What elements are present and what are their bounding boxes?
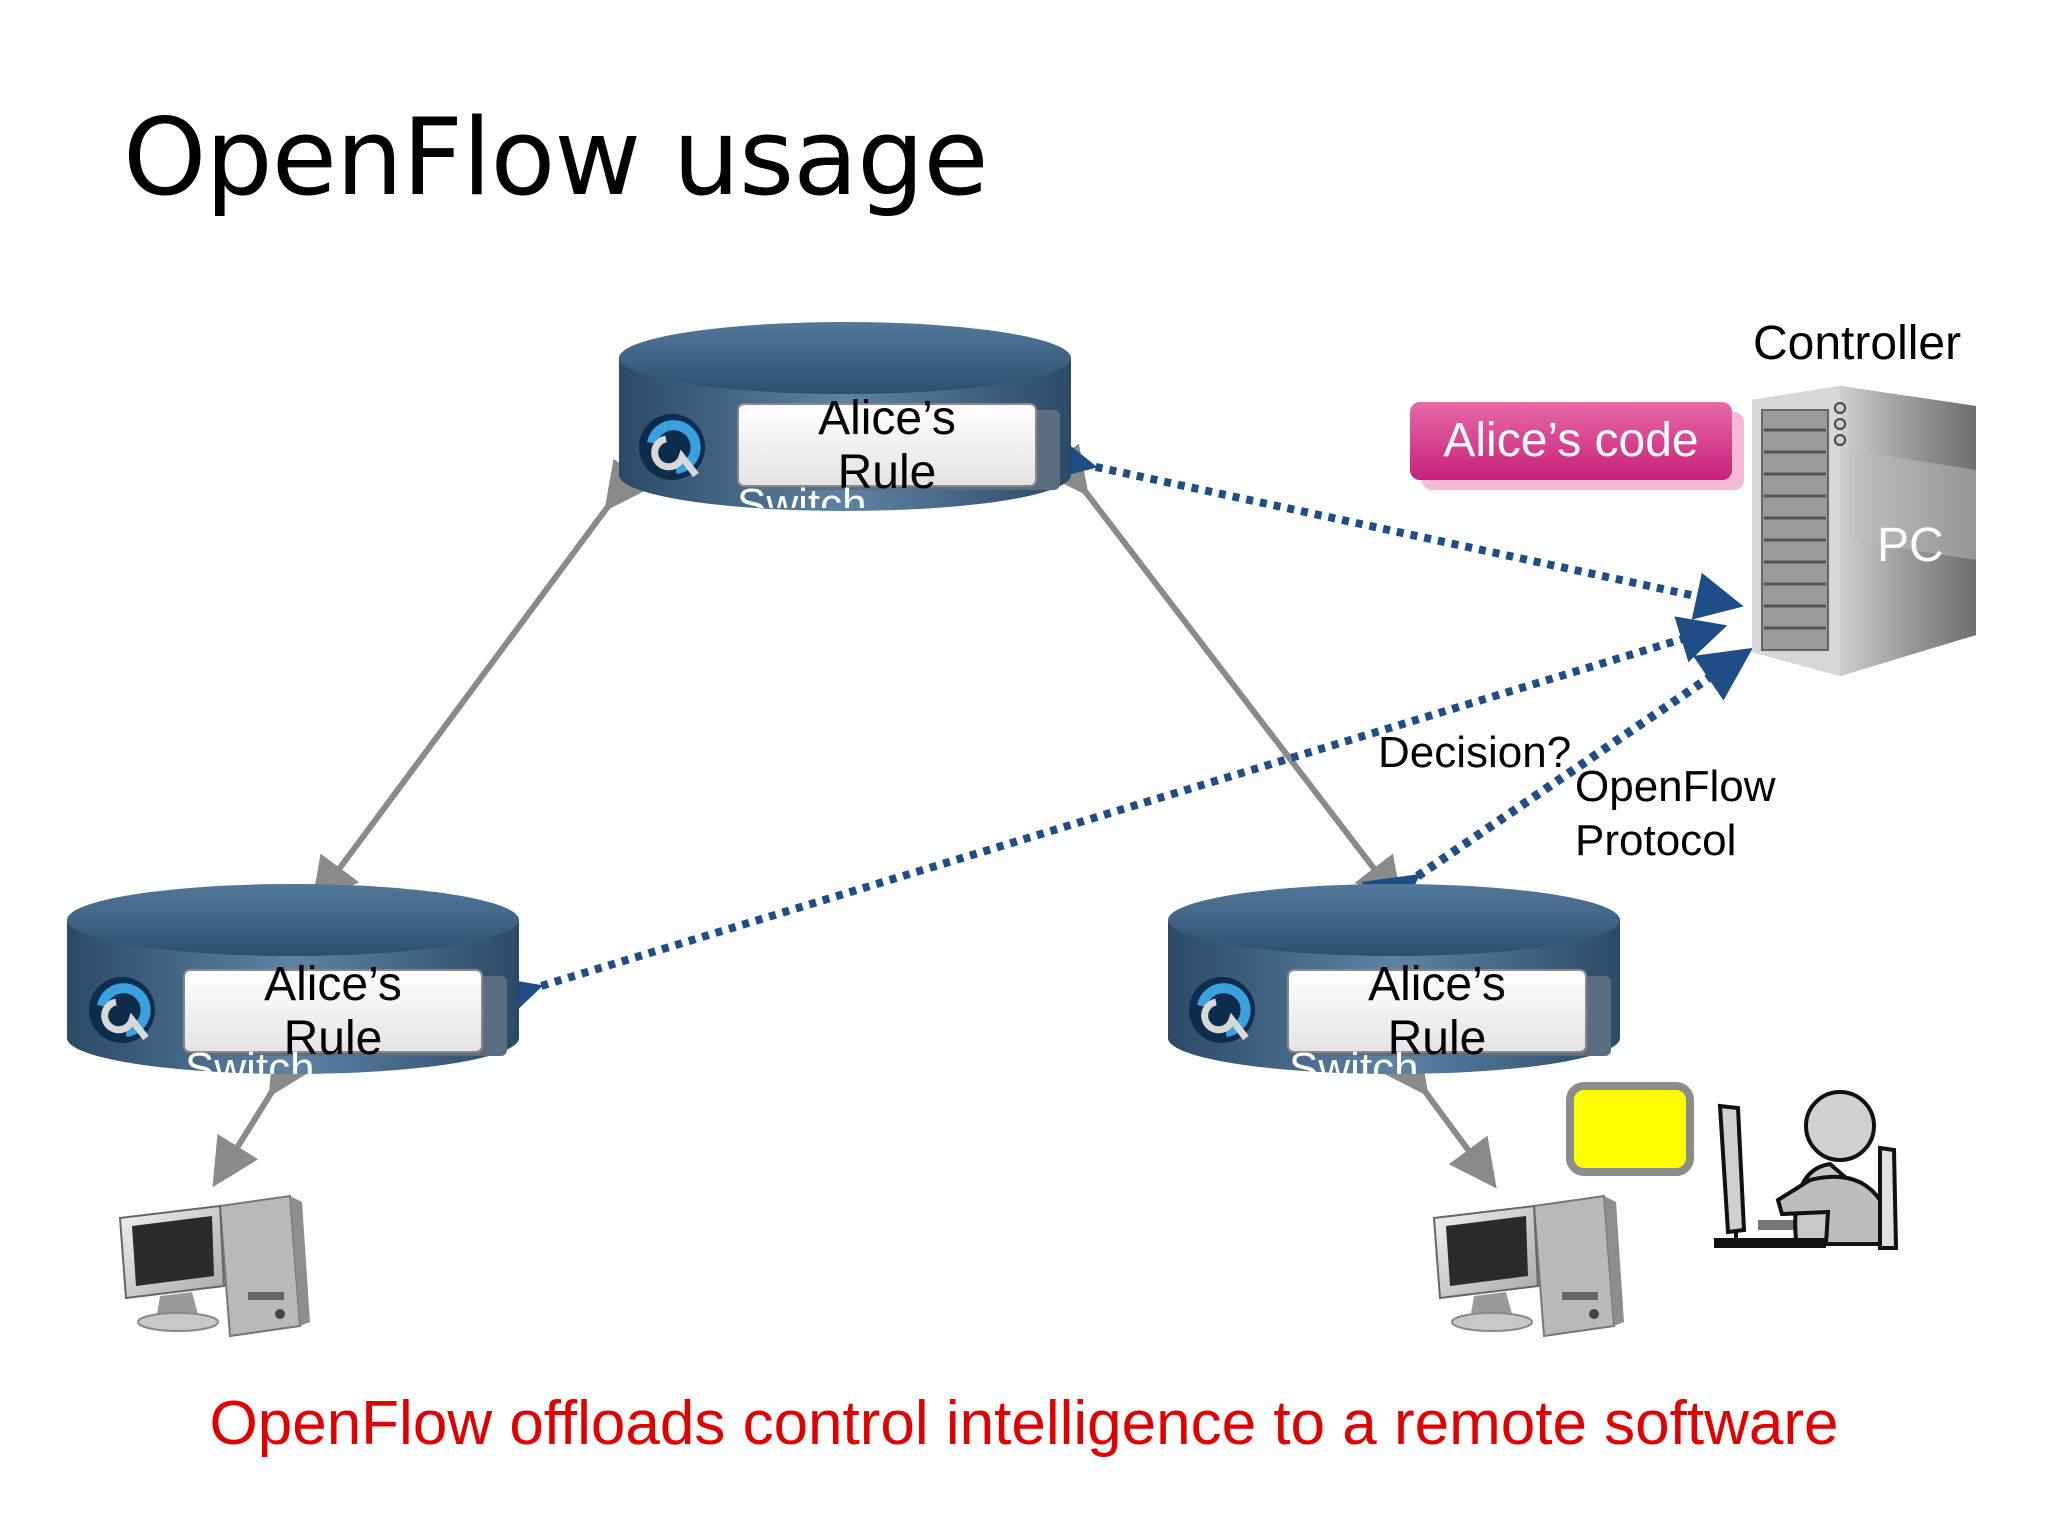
decision-label: Decision? <box>1378 728 1572 777</box>
link-top-right <box>1040 443 1403 907</box>
rule-line-1: Alice’s <box>1368 958 1506 1011</box>
switch-left <box>67 884 519 1074</box>
switch-right-label: Switch <box>1289 1044 1419 1074</box>
alice-code-badge: Alice’s code <box>1410 402 1732 480</box>
switch-top-label: Switch <box>737 480 867 508</box>
desktop-computer-icon <box>118 1194 310 1338</box>
link-top-left <box>311 458 653 907</box>
control-link-right <box>1361 647 1753 927</box>
protocol-line-1: OpenFlow <box>1575 762 1776 811</box>
control-link-left <box>490 616 1728 1023</box>
control-link-top <box>1045 433 1744 620</box>
rule-line-2: Rule <box>837 446 937 499</box>
link-right-host <box>1380 1043 1497 1189</box>
user-at-computer-icon <box>1714 1090 1899 1250</box>
switch-left-label: Switch <box>185 1044 315 1074</box>
link-left-host <box>212 1043 315 1188</box>
switch-right <box>1168 884 1620 1074</box>
openflow-logo-icon <box>639 414 705 480</box>
rule-line-2: Rule <box>1387 1012 1487 1065</box>
rule-line-1: Alice’s <box>818 392 956 445</box>
rule-line-1: Alice’s <box>264 958 402 1011</box>
desktop-computer-icon <box>1432 1194 1624 1338</box>
slide-title: OpenFlow usage <box>123 96 989 219</box>
server-tower-icon <box>1752 386 1976 676</box>
openflow-protocol-label: OpenFlow Protocol <box>1575 760 1776 868</box>
controller-label: Controller <box>1753 317 1962 370</box>
rule-line-2: Rule <box>283 1012 383 1065</box>
pc-label: PC <box>1877 519 1944 572</box>
switch-top <box>619 322 1071 511</box>
protocol-line-2: Protocol <box>1575 816 1737 865</box>
openflow-logo-icon <box>1189 977 1255 1043</box>
switch-top-rule: Alice’s Rule <box>738 392 1036 500</box>
footer-caption: OpenFlow offloads control intelligence t… <box>209 1389 1839 1458</box>
packet-icon <box>1566 1082 1694 1176</box>
switch-left-rule: Alice’s Rule <box>184 958 482 1066</box>
openflow-logo-icon <box>89 977 155 1043</box>
switch-right-rule: Alice’s Rule <box>1288 958 1586 1066</box>
